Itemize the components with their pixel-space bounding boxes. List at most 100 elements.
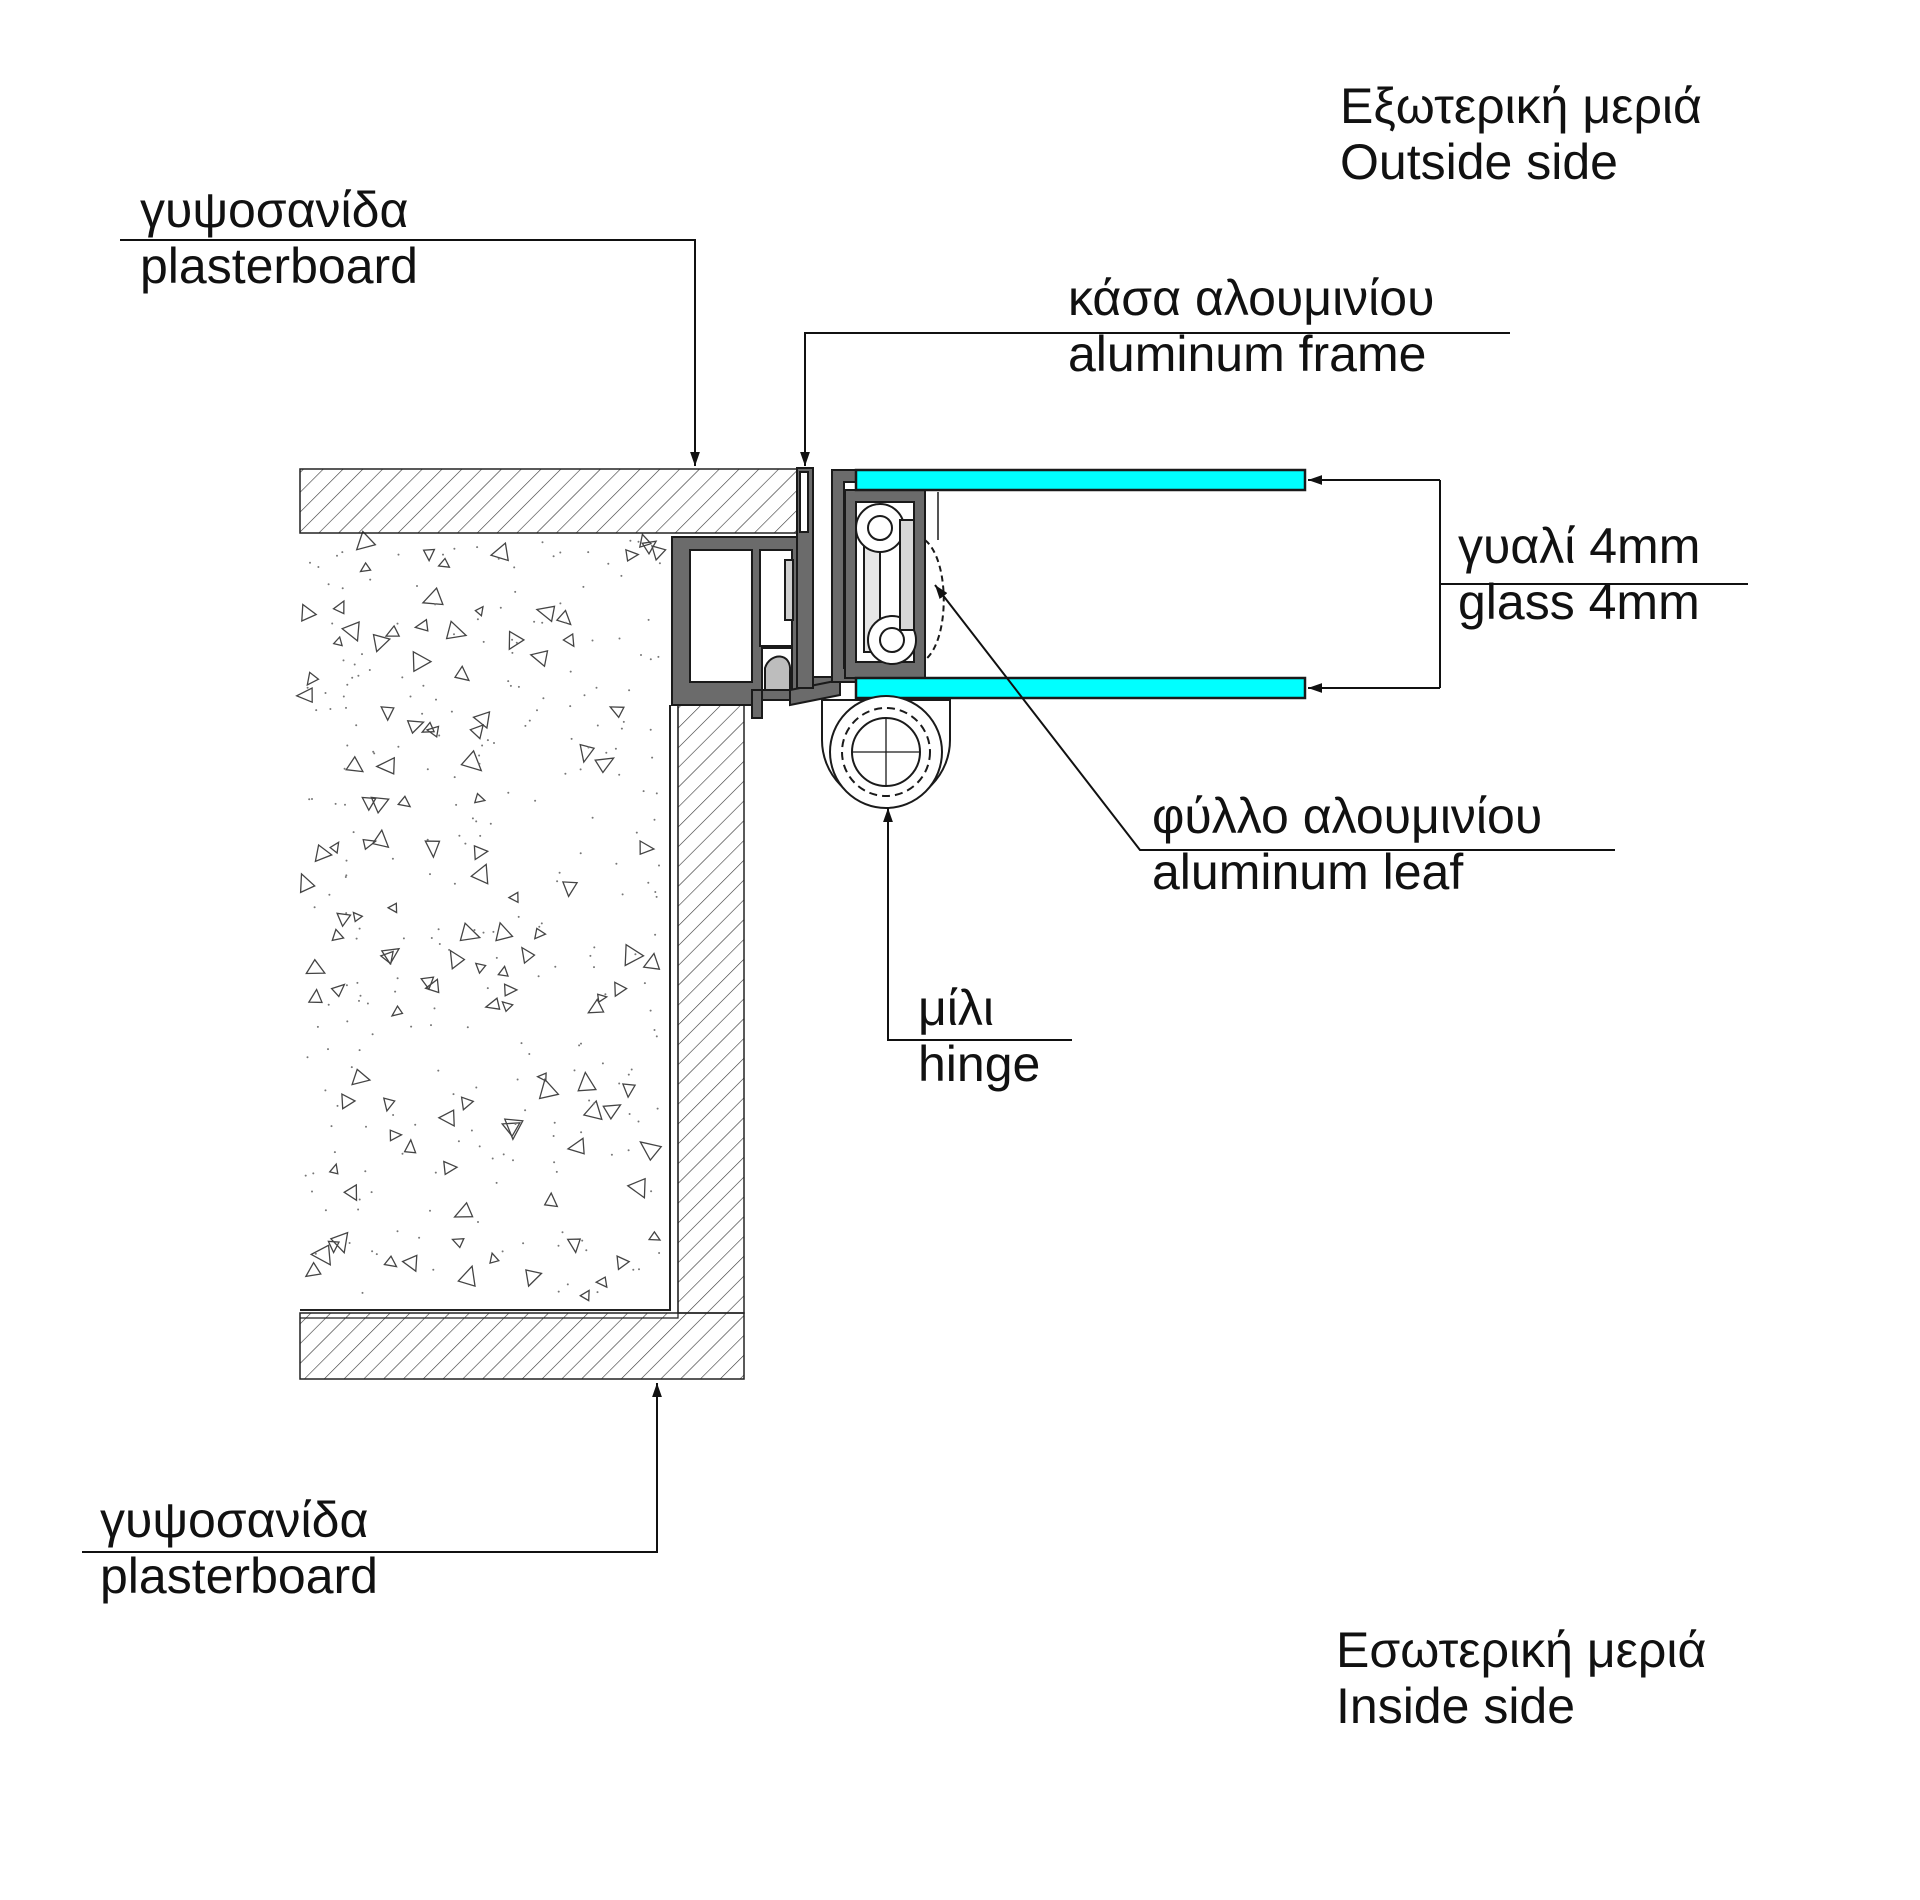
aggregate-dot (537, 975, 540, 978)
aggregate-stone (508, 630, 526, 651)
aggregate-dot (558, 871, 561, 874)
aggregate-stone (582, 1099, 603, 1121)
aggregate-dot (628, 1113, 631, 1115)
aggregate-dot (409, 695, 412, 698)
aggregate-stone (389, 1129, 404, 1142)
aggregate-stone (521, 946, 536, 965)
label-aluminum-leaf-english: aluminum leaf (1152, 844, 1464, 900)
aggregate-stone (453, 664, 471, 682)
aggregate-dot (592, 1102, 595, 1105)
aggregate-dot (556, 880, 559, 883)
aggregate-stone (328, 841, 340, 855)
aggregate-stone (437, 1109, 455, 1128)
aggregate-stone (386, 902, 398, 914)
aggregate-dot (437, 928, 440, 931)
aggregate-stone (555, 609, 572, 626)
aggregate-stone (359, 561, 372, 573)
aggregate-stone (484, 997, 501, 1010)
aggregate-dot (327, 1003, 330, 1006)
aggregate-dot (566, 1283, 569, 1286)
label-outside-greek: Εξωτερική μεριά (1340, 78, 1702, 134)
aggregate-stone (543, 1191, 559, 1208)
aluminum-frame-profile (671, 467, 841, 719)
aggregate-stone (536, 1072, 547, 1082)
aggregate-dot (621, 893, 624, 896)
aggregate-stone (332, 599, 345, 615)
aggregate-dot (453, 547, 456, 550)
aggregate-stone (420, 976, 435, 991)
aggregate-stone (500, 1122, 521, 1138)
aggregate-dot (304, 1174, 307, 1177)
aggregate-dot (355, 937, 358, 940)
aggregate-stone (579, 1289, 590, 1302)
aggregate-dot (309, 561, 311, 564)
aggregate-stone (362, 838, 378, 851)
aggregate-stone (621, 1083, 637, 1099)
aggregate-stone (412, 650, 433, 673)
aggregate-dot (495, 956, 498, 959)
aggregate-dot (327, 583, 330, 586)
aggregate-stone (457, 1264, 476, 1288)
aggregate-dot (453, 633, 455, 636)
leader-hinge (883, 808, 1072, 1041)
aggregate-dot (346, 744, 349, 747)
aggregate-dot (502, 1153, 505, 1156)
aggregate-dot (649, 658, 652, 661)
aggregate-dot (493, 742, 495, 744)
aggregate-dot (401, 1152, 404, 1155)
label-aluminum-leaf: φύλλο αλουμινίου aluminum leaf (1152, 788, 1542, 900)
aggregate-dot (481, 744, 484, 747)
label-outside-english: Outside side (1340, 134, 1618, 190)
aggregate-stone (352, 911, 364, 923)
aggregate-dot (654, 891, 657, 893)
aggregate-dot (582, 585, 585, 588)
aggregate-dot (561, 1231, 564, 1234)
aggregate-dot (587, 551, 590, 554)
aggregate-dot (514, 1123, 517, 1125)
aggregate-dot (657, 655, 660, 658)
label-plasterboard-top: γυψοσανίδα plasterboard (140, 182, 418, 294)
aggregate-dot (507, 791, 510, 794)
label-hinge-greek: μίλι (918, 980, 995, 1036)
aggregate-dot (341, 587, 344, 590)
aggregate-stone (561, 881, 579, 898)
plasterboard-return-panel (677, 702, 745, 1314)
aggregate-pattern (295, 530, 667, 1302)
label-aluminum-frame-greek: κάσα αλουμινίου (1068, 270, 1435, 326)
aggregate-dot (512, 1159, 514, 1162)
aggregate-dot (358, 1049, 361, 1052)
aggregate-stone (329, 1231, 349, 1255)
aggregate-dot (654, 933, 657, 936)
aggregate-dot (486, 987, 489, 990)
aggregate-dot (513, 566, 516, 569)
aggregate-dot (357, 674, 360, 677)
label-glass: γυαλί 4mm glass 4mm (1458, 518, 1700, 630)
aggregate-dot (457, 1140, 460, 1143)
aggregate-dot (478, 1145, 481, 1148)
aggregate-stone (566, 1238, 582, 1255)
aggregate-dot (375, 1253, 378, 1256)
label-plasterboard-bottom-english: plasterboard (100, 1548, 378, 1604)
aggregate-stone (371, 828, 390, 849)
aggregate-dot (620, 727, 623, 730)
aggregate-stone (474, 605, 484, 618)
aggregate-stone (379, 950, 394, 965)
aggregate-dot (605, 751, 608, 754)
aggregate-dot (511, 651, 514, 654)
aggregate-dot (499, 606, 502, 609)
aggregate-dot (414, 1123, 417, 1126)
aggregate-dot (541, 621, 544, 624)
label-plasterboard-bottom-greek: γυψοσανίδα (100, 1492, 369, 1548)
aggregate-stone (443, 1160, 459, 1176)
leader-plasterboard-top (120, 239, 700, 466)
aggregate-dot (593, 946, 596, 949)
aggregate-dot (396, 1230, 399, 1233)
aggregate-stone (594, 757, 616, 774)
aggregate-dot (315, 709, 318, 712)
aggregate-dot (495, 1181, 498, 1184)
aggregate-stone (639, 1141, 663, 1162)
label-plasterboard-top-greek: γυψοσανίδα (140, 182, 409, 238)
aggregate-stone (406, 720, 425, 735)
aggregate-dot (601, 1062, 604, 1065)
